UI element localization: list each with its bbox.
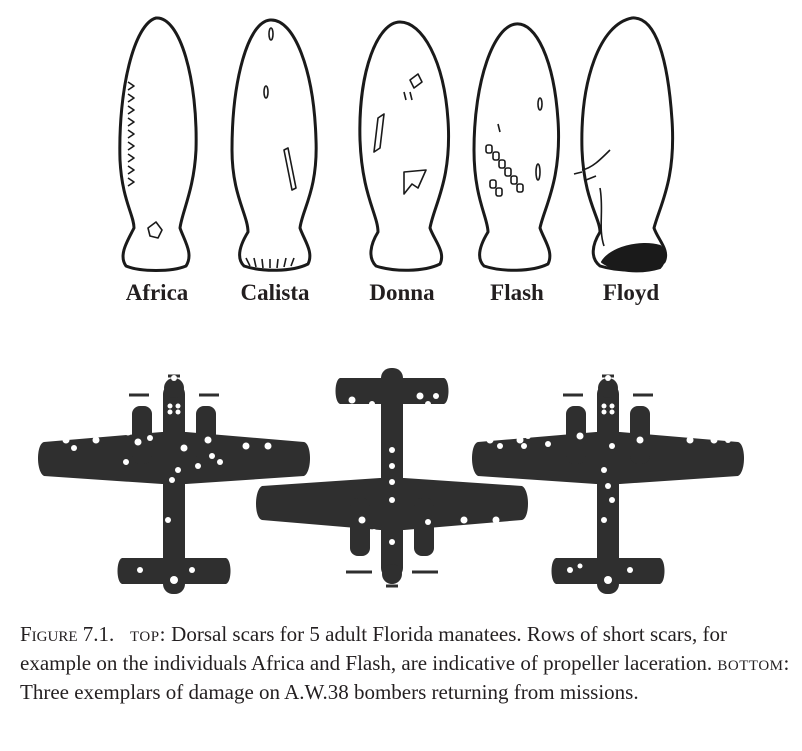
manatee-calista [230, 18, 318, 272]
manatee-diagrams [118, 16, 675, 273]
bomber-diagrams [38, 368, 744, 594]
bomber-1 [38, 374, 310, 594]
manatee-label-calista: Calista [240, 280, 310, 305]
manatee-donna [358, 20, 451, 272]
bomber-3 [472, 374, 744, 594]
caption-bottom-label: bottom: [717, 651, 790, 675]
manatee-africa [118, 16, 198, 272]
caption-top-text: Dorsal scars for 5 adult Florida manatee… [20, 622, 727, 675]
manatee-label-flash: Flash [490, 280, 544, 305]
manatee-flash [472, 22, 561, 272]
figure-number: Figure 7.1. [20, 622, 115, 646]
caption-top-label: top: [130, 622, 166, 646]
bomber-2 [256, 368, 528, 588]
manatee-floyd [573, 16, 675, 273]
manatee-label-donna: Donna [369, 280, 435, 305]
manatee-label-floyd: Floyd [602, 280, 660, 305]
manatee-label-africa: Africa [125, 280, 189, 305]
caption-bottom-text: Three exemplars of damage on A.W.38 bomb… [20, 680, 639, 704]
figure-caption: Figure 7.1. top: Dorsal scars for 5 adul… [20, 620, 790, 707]
